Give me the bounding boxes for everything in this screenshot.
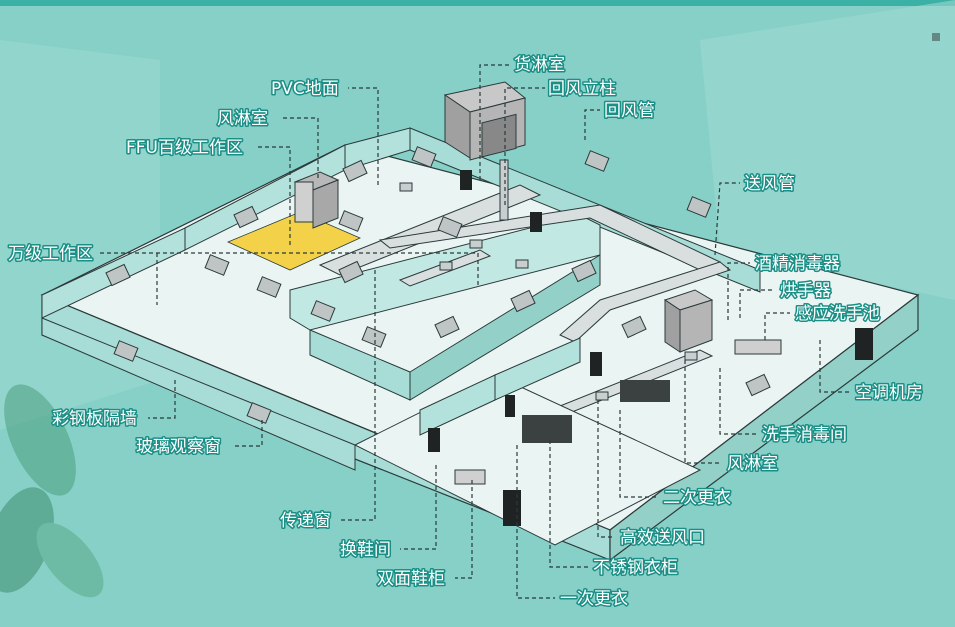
cargo-shower-box [443,81,527,161]
label-transfer-window: 传递窗 [280,511,331,531]
label-alcohol-sanitizer: 酒精消毒器 [755,254,840,274]
label-cargo-shower-room: 货淋室 [514,55,565,75]
doors [428,170,873,526]
label-sensor-sink: 感应洗手池 [795,304,880,324]
air-shower-bottom [663,289,714,353]
return-air-column-shape [499,159,509,221]
label-hepa-outlet: 高效送风口 [620,528,705,548]
label-glass-window: 玻璃观察窗 [136,437,221,457]
label-first-changing: 一次更衣 [560,589,628,609]
label-second-changing: 二次更衣 [663,488,731,508]
outer-wall-right [609,293,919,562]
label-shoe-change-room: 换鞋间 [340,540,391,560]
label-supply-air-duct: 送风管 [744,174,795,194]
sink-shape [734,339,782,355]
central-wall-side [409,254,601,401]
label-handwash-disinfection-room: 洗手消毒间 [762,425,847,445]
label-double-shoe-cabinet: 双面鞋柜 [377,569,445,589]
glass-windows [105,146,771,424]
label-air-shower-room-bottom: 风淋室 [727,454,778,474]
label-group: 货淋室 回风立柱 回风管 PVC地面 风淋室 FFU百级工作区 送风管 万级工作… [7,54,925,611]
ffu-zone [226,211,361,271]
label-return-air-column: 回风立柱 [548,79,616,99]
label-pvc-floor: PVC地面 [271,79,339,99]
lower-wall-2 [494,337,581,401]
label-ffu-class100-area: FFU百级工作区 [126,138,243,158]
air-shower-top [293,171,340,229]
lockers [522,380,670,443]
label-stainless-locker: 不锈钢衣柜 [593,558,678,578]
leader-lines [100,64,850,599]
plant-icon [0,384,104,598]
label-hand-dryer: 烘手器 [780,281,831,301]
shoe-cabinet-shape [454,469,486,485]
label-class10000-area: 万级工作区 [8,244,93,264]
label-air-shower-room-top: 风淋室 [217,109,268,129]
top-bar [0,0,955,6]
label-ac-room: 空调机房 [855,383,923,403]
label-color-steel-wall: 彩钢板隔墙 [52,409,137,429]
label-return-air-duct: 回风管 [604,101,655,121]
bg-corridor [700,0,955,300]
